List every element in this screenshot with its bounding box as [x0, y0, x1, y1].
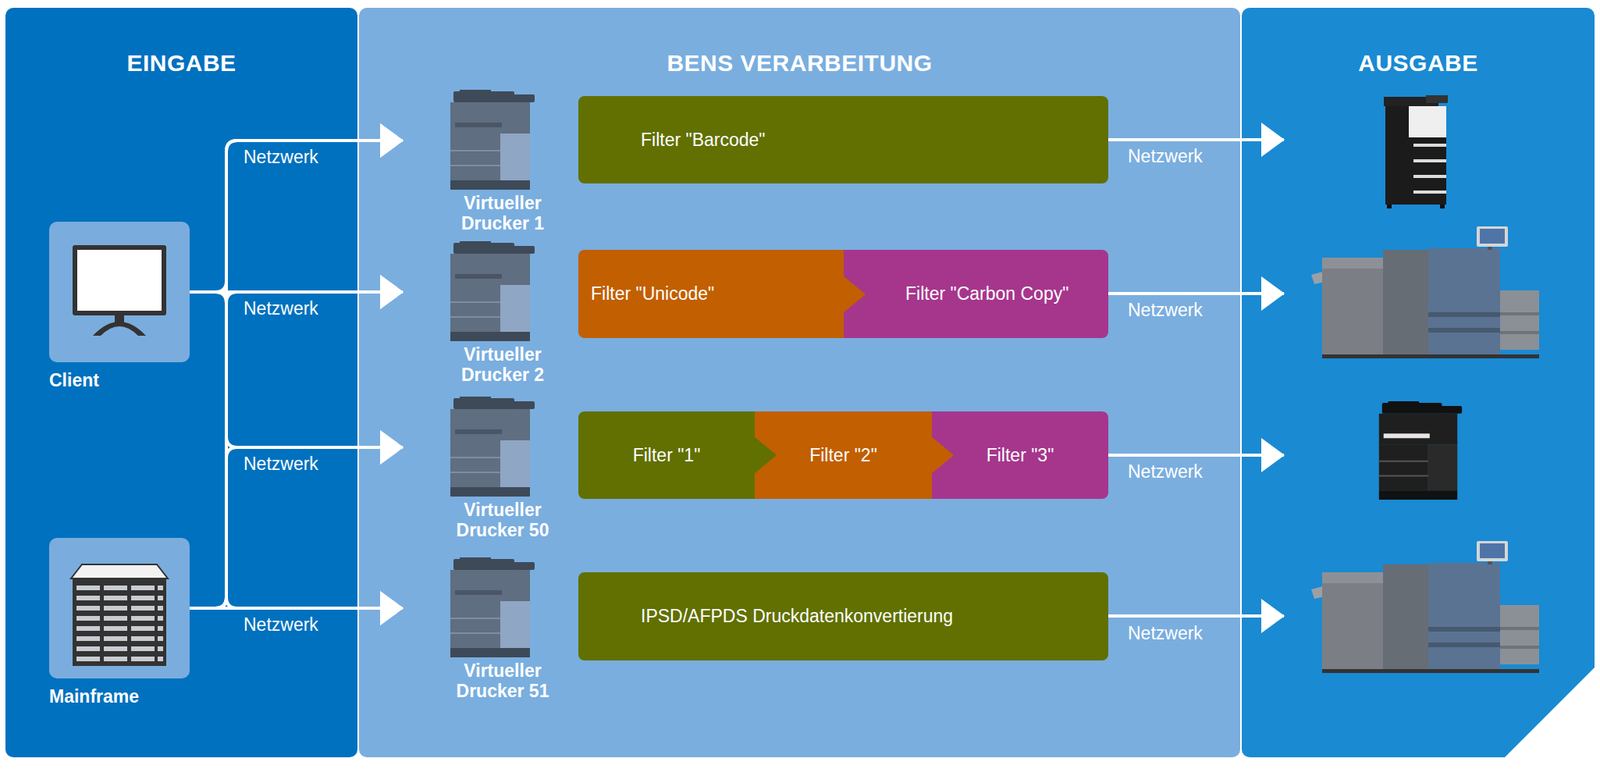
connector-group — [189, 140, 403, 608]
label-holder: Netzwerk — [243, 298, 319, 320]
caption-holder: Virtueller Drucker 1 — [444, 192, 562, 234]
chain-chevron — [842, 275, 867, 313]
node-caption: Mainframe — [49, 686, 139, 707]
monitor-icon — [49, 221, 190, 363]
mfp-symbol — [450, 241, 535, 342]
rack-icon — [49, 537, 190, 679]
mfp-icon — [444, 557, 538, 659]
rack-symbol — [71, 564, 168, 666]
label-holder: Netzwerk — [243, 146, 319, 168]
network-arrow — [1108, 614, 1284, 618]
filter-label: Filter "2" — [809, 444, 878, 466]
virtual-printer: Virtueller Drucker 1 — [402, 89, 538, 192]
filter-label: Filter "1" — [632, 444, 701, 466]
filter-label: Filter "Carbon Copy" — [905, 283, 1069, 305]
panel-heading: AUSGABE — [1241, 49, 1595, 77]
filter-box: Filter "2" — [754, 411, 932, 499]
node-caption: Virtueller Drucker 2 — [444, 344, 562, 385]
panel-heading: EINGABE — [5, 49, 358, 77]
network-label: Netzwerk — [1127, 145, 1203, 168]
filter-box: Filter "Unicode" — [578, 249, 844, 338]
mfp-icon — [444, 89, 538, 192]
network-connector — [189, 291, 403, 448]
filter-label: Filter "Unicode" — [590, 283, 715, 305]
label-holder: Netzwerk — [243, 453, 319, 475]
network-label: Netzwerk — [243, 614, 319, 636]
filter-box: Filter "Barcode" — [578, 96, 1109, 184]
monitor-symbol — [72, 245, 167, 336]
desktop-printer — [1379, 401, 1462, 500]
network-connector — [189, 140, 403, 292]
label-holder: Netzwerk — [1127, 622, 1203, 644]
mfp-icon — [444, 396, 538, 498]
node-caption: Virtueller Drucker 50 — [444, 499, 562, 541]
network-connector — [189, 606, 403, 610]
chain-chevron — [931, 436, 955, 474]
caption-holder: Virtueller Drucker 50 — [444, 499, 562, 541]
processing-panel: BENS VERARBEITUNG Virtueller Drucker 1 Fil… — [359, 7, 1241, 758]
network-connector — [189, 140, 403, 608]
chain-chevron — [753, 436, 778, 474]
network-arrow — [1108, 291, 1284, 296]
caption-holder: Mainframe — [49, 686, 139, 707]
caption-holder: Client — [49, 369, 100, 391]
label-holder: Netzwerk — [1127, 145, 1203, 168]
filter-box: Filter "Carbon Copy" — [843, 249, 1109, 338]
output-arrows — [1108, 139, 1284, 616]
network-label: Netzwerk — [243, 146, 319, 168]
node-caption: Virtueller Drucker 1 — [444, 192, 562, 234]
virtual-printer: Virtueller Drucker 2 — [402, 241, 538, 343]
label-holder: Netzwerk — [1127, 299, 1203, 321]
network-arrow — [1108, 453, 1284, 457]
mfp-icon — [444, 241, 538, 343]
production-printer — [1311, 540, 1540, 673]
filter-box: Filter "3" — [931, 411, 1109, 499]
node-caption: Virtueller Drucker 51 — [444, 660, 562, 701]
caption-holder: Virtueller Drucker 2 — [444, 344, 562, 385]
filter-box: Filter "1" — [578, 411, 755, 499]
filter-box: IPSD/AFPDS Druckdatenkonvertierung — [578, 572, 1109, 661]
panel-heading: BENS VERARBEITUNG — [359, 49, 1241, 77]
label-holder: Netzwerk — [243, 614, 319, 636]
network-connector — [189, 291, 403, 608]
mfp-symbol — [450, 396, 535, 497]
network-label: Netzwerk — [1127, 299, 1203, 321]
network-label: Netzwerk — [1127, 461, 1203, 483]
client-box: Client — [49, 221, 190, 363]
network-connector — [189, 291, 403, 608]
filter-label: Filter "Barcode" — [640, 129, 766, 151]
production-printer — [1311, 226, 1540, 359]
network-label: Netzwerk — [243, 298, 319, 320]
filter-label: Filter "3" — [986, 444, 1055, 466]
label-holder: Netzwerk — [1127, 461, 1203, 483]
network-label: Netzwerk — [1127, 622, 1203, 644]
office-printer — [1383, 95, 1448, 209]
node-caption: Client — [49, 369, 100, 391]
filter-label: IPSD/AFPDS Druckdatenkonvertierung — [640, 605, 953, 627]
mfp-symbol — [450, 89, 535, 190]
mainframe-box: Mainframe — [49, 537, 190, 679]
virtual-printer: Virtueller Drucker 51 — [402, 557, 538, 659]
network-label: Netzwerk — [243, 453, 319, 475]
output-printers — [1311, 95, 1540, 673]
caption-holder: Virtueller Drucker 51 — [444, 660, 562, 701]
mfp-symbol — [450, 557, 535, 658]
network-arrow — [1108, 138, 1284, 142]
input-panel: EINGABE ClientMainframe — [5, 7, 358, 758]
virtual-printer: Virtueller Drucker 50 — [402, 396, 538, 498]
network-connector — [189, 447, 403, 608]
